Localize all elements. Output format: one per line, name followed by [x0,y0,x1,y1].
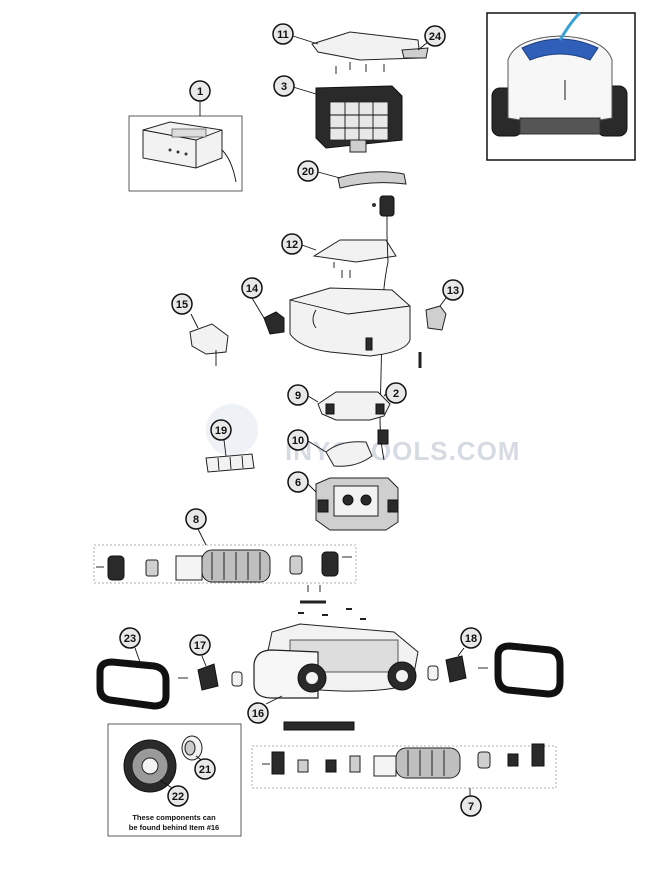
intake-grid [205,453,255,473]
watermark-text: INYOPOOLS.COM [285,436,520,466]
svg-text:20: 20 [302,166,314,178]
impeller-cover [325,441,373,467]
cover-latch [401,47,429,59]
callout-15: 15 [171,293,193,315]
fasteners [298,585,366,620]
svg-text:8: 8 [193,514,199,526]
power-supply-box [128,115,243,192]
svg-text:14: 14 [246,283,259,295]
svg-text:24: 24 [429,31,442,43]
callout-6: 6 [287,471,309,493]
callout-8: 8 [185,508,207,530]
svg-text:17: 17 [194,640,206,652]
svg-text:11: 11 [277,29,289,41]
cover-screws [335,62,385,74]
callout-7: 7 [460,795,482,817]
callout-22: 22 [167,785,189,807]
hidden-components-box: These components can be found behind Ite… [107,723,242,837]
right-track [494,642,564,698]
callout-19: 19 [210,419,232,441]
svg-text:7: 7 [468,801,474,813]
cable-plug [377,429,389,445]
note-line-1: These components can [132,813,216,822]
drive-bracket [189,323,229,366]
svg-text:23: 23 [124,633,136,645]
right-drive-cap [427,655,488,683]
callout-16: 16 [247,702,269,724]
svg-text:13: 13 [447,285,459,297]
callouts: 11 24 3 1 20 12 14 13 15 2 9 19 10 6 8 2… [119,23,482,817]
top-plate [312,239,397,278]
callout-10: 10 [287,429,309,451]
svg-text:21: 21 [199,764,211,776]
svg-text:1: 1 [197,86,203,98]
callout-20: 20 [297,160,319,182]
note-line-2: be found behind Item #16 [129,823,219,832]
left-drive-cap [178,663,243,691]
front-brush-assembly [93,544,357,584]
upper-body [289,287,422,368]
chassis [253,623,419,699]
callout-17: 17 [189,634,211,656]
callout-18: 18 [460,627,482,649]
callout-2: 2 [385,382,407,404]
brush-image [519,117,601,135]
callout-9: 9 [287,384,309,406]
svg-text:22: 22 [172,791,184,803]
svg-text:2: 2 [393,388,399,400]
rear-brush-assembly [251,721,557,789]
callout-3: 3 [273,75,295,97]
left-track [96,658,170,710]
svg-text:19: 19 [215,425,227,437]
filter-basket [315,85,403,153]
side-cap-left [263,311,285,335]
motor-unit [315,477,399,531]
callout-13: 13 [442,279,464,301]
swivel [372,195,395,236]
callout-23: 23 [119,627,141,649]
handle [337,171,407,189]
product-photo-inset [486,11,636,161]
impeller-housing [317,391,391,421]
callout-14: 14 [241,277,263,299]
svg-text:15: 15 [176,299,188,311]
svg-text:16: 16 [252,708,264,720]
callout-21: 21 [194,758,216,780]
robot-top-image [521,38,599,61]
svg-text:12: 12 [286,239,298,251]
svg-text:6: 6 [295,477,301,489]
callout-11: 11 [272,23,294,45]
svg-text:9: 9 [295,390,301,402]
callout-12: 12 [281,233,303,255]
svg-text:3: 3 [281,81,287,93]
callout-1: 1 [189,80,211,102]
robot-cable-image [558,11,582,41]
callout-24: 24 [424,25,446,47]
svg-text:18: 18 [465,633,477,645]
side-cap-right [425,305,447,331]
svg-text:10: 10 [292,435,304,447]
